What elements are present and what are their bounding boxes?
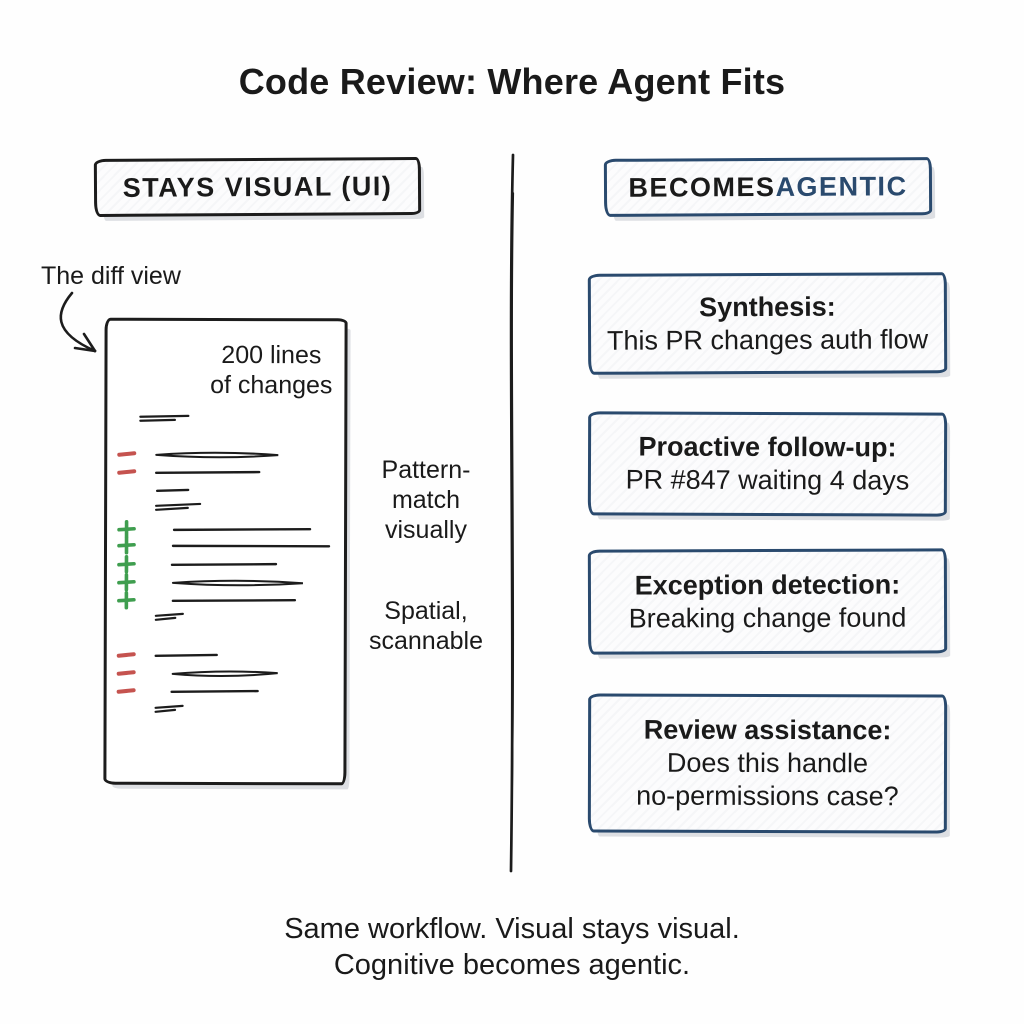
diff-caption: 200 lines of changes (210, 340, 332, 400)
note-line: visually (385, 516, 467, 544)
agent-card-title: Synthesis: (699, 291, 836, 322)
becomes-agentic-header-box: BECOMES AGENTIC (603, 157, 933, 217)
minus-marker (117, 451, 137, 457)
agent-card-title: Review assistance: (643, 714, 892, 746)
note-spatial-scannable: Spatial,scannable (356, 596, 496, 656)
diff-row (116, 670, 278, 678)
agentic-highlight: AGENTIC (775, 170, 908, 202)
minus-marker (116, 652, 136, 658)
stays-visual-header-box: STAYS VISUAL (UI) (93, 157, 422, 217)
diff-caption-line1: 200 lines (221, 340, 322, 370)
diff-view-annotation: The diff view (41, 262, 181, 290)
footer-caption: Same workflow. Visual stays visual. Cogn… (0, 911, 1024, 983)
agent-card-line: Does this handle (666, 747, 869, 779)
footer-line2: Cognitive becomes agentic. (333, 949, 691, 981)
note-line: Pattern- (381, 456, 471, 484)
diff-row (117, 554, 278, 574)
minus-marker (116, 688, 136, 694)
stays-visual-header-label: STAYS VISUAL (UI) (122, 170, 393, 203)
diff-row (117, 469, 261, 475)
diff-row (116, 652, 218, 658)
diff-row (117, 572, 303, 592)
column-divider (509, 153, 515, 873)
note-line: scannable (369, 627, 483, 655)
minus-marker (117, 469, 137, 475)
diff-row (155, 502, 202, 511)
diff-row (154, 612, 184, 621)
diff-row (117, 590, 297, 610)
diff-row (154, 704, 184, 713)
footer-line1: Same workflow. Visual stays visual. (284, 913, 740, 945)
diff-caption-line2: of changes (210, 370, 333, 400)
diff-row (155, 488, 190, 493)
minus-marker (116, 670, 136, 676)
note-line: match (391, 486, 461, 514)
diff-row (117, 535, 331, 555)
agent-card: Proactive follow-up:PR #847 waiting 4 da… (587, 411, 948, 517)
agent-card: Synthesis:This PR changes auth flow (587, 272, 948, 375)
note-line: Spatial, (384, 597, 468, 625)
diff-row (116, 688, 259, 694)
curved-arrow-icon (59, 291, 97, 353)
agent-card-title: Proactive follow-up: (638, 431, 897, 463)
diff-lines-chart (116, 414, 331, 713)
agent-card-line: Breaking change found (628, 602, 907, 633)
agent-card-line: This PR changes auth flow (606, 323, 929, 356)
becomes-agentic-prefix: BECOMES (628, 171, 776, 203)
agent-card-line: PR #847 waiting 4 days (625, 464, 910, 496)
diff-row (117, 519, 312, 539)
diff-row (139, 414, 190, 422)
agent-card: Exception detection:Breaking change foun… (587, 548, 948, 655)
agent-card-title: Exception detection: (634, 569, 901, 600)
page-title: Code Review: Where Agent Fits (238, 61, 786, 102)
diff-panel: 200 lines of changes (103, 317, 348, 786)
diff-row (117, 451, 279, 459)
agent-card-line: no-permissions case? (636, 780, 899, 812)
